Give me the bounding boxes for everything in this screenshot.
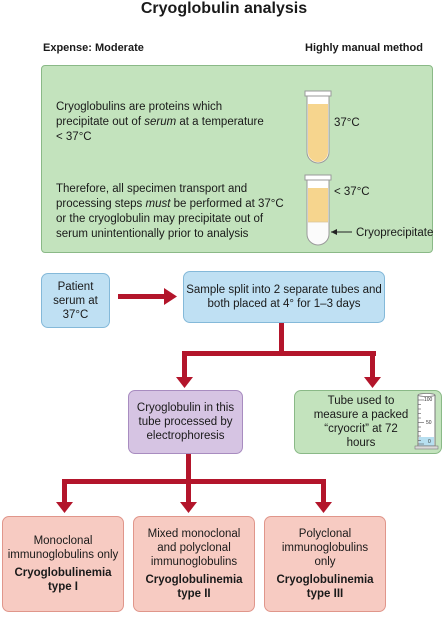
type-i-name: Cryoglobulinemia type I [14,567,112,593]
type-iii-name: Cryoglobulinemia type III [276,574,374,600]
type-iii-box: Polyclonal immunoglobulins only Cryoglob… [264,516,386,612]
para2-text-a: Therefore, all specimen transport and pr… [56,183,248,210]
tube1-temp-label: 37°C [334,117,360,129]
type-iii-desc: Polyclonal immunoglobulins only [281,528,369,568]
para2-emphasis: must [145,198,171,210]
info-panel [41,65,433,253]
method-label: Highly manual method [305,42,423,54]
para1-text-b: at a temperature < 37°C [56,116,264,143]
para2-text-b: be performed at 37°C or the cryoglobulin… [56,198,284,240]
test-tube-icon [304,90,332,164]
type-ii-box: Mixed monoclonal and polyclonal immunogl… [133,516,255,612]
flow-arrows [56,288,381,513]
para1-text-a: Cryoglobulins are proteins which precipi… [56,101,223,128]
cryocrit-box: Tube used to measure a packed “cryocrit”… [294,390,442,454]
cryoprecipitate-label: Cryoprecipitate [356,227,434,239]
cryocrit-text: Tube used to measure a packed “cryocrit”… [313,395,409,449]
diagram-title: Cryoglobulin analysis [140,0,308,17]
para1-emphasis: serum [144,116,177,128]
sample-split-text: Sample split into 2 separate tubes and b… [186,284,382,310]
type-i-desc: Monoclonal immunoglobulins only [7,535,119,561]
type-i-box: Monoclonal immunoglobulins only Cryoglob… [2,516,124,612]
cylinder-tick-50: 50 [426,420,432,426]
patient-serum-text: Patient serum at 37°C [53,280,98,321]
type-ii-desc: Mixed monoclonal and polyclonal immunogl… [147,528,241,568]
cylinder-tick-100: 100 [424,397,433,403]
electrophoresis-box: Cryoglobulin in this tube processed by e… [128,390,243,454]
patient-serum-box: Patient serum at 37°C [41,273,110,328]
expense-label: Expense: Moderate [43,42,144,54]
test-tube-with-precipitate-icon [304,174,332,246]
electrophoresis-text: Cryoglobulin in this tube processed by e… [136,402,235,442]
sample-split-box: Sample split into 2 separate tubes and b… [183,271,385,323]
panel-paragraph-1: Cryoglobulins are proteins which precipi… [56,100,266,145]
panel-paragraph-2: Therefore, all specimen transport and pr… [56,182,296,242]
pointer-arrowhead-icon [331,229,337,235]
tube2-temp-label: < 37°C [334,186,370,198]
type-ii-name: Cryoglobulinemia type II [145,574,243,600]
cylinder-tick-0: 0 [428,439,431,445]
